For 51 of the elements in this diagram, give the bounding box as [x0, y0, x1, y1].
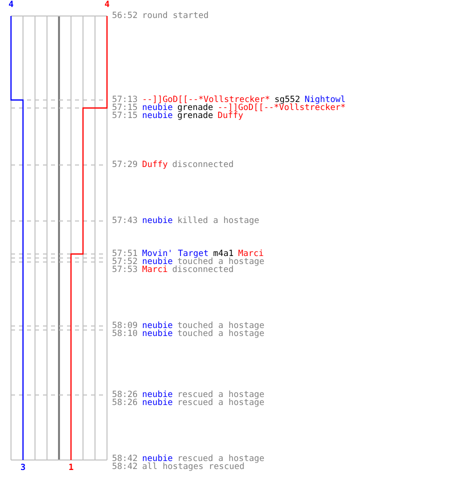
player-name: neubie	[142, 257, 173, 267]
player-name: neubie	[142, 216, 173, 226]
weapon-name: sg552	[274, 95, 300, 105]
player-name: Movin' Target	[142, 249, 209, 259]
player-name: neubie	[142, 398, 173, 408]
event-text: touched a hostage	[177, 321, 264, 331]
player-name: neubie	[142, 390, 173, 400]
event-text: touched a hostage	[177, 329, 264, 339]
player-count: 1	[67, 464, 75, 472]
timestamp: 57:52	[112, 257, 138, 267]
player-name: --]]GoD[[--*Vollstrecker*	[218, 103, 346, 113]
timestamp: 58:42	[112, 454, 138, 464]
event-text: rescued a hostage	[177, 398, 264, 408]
player-name: neubie	[142, 111, 173, 121]
player-name: neubie	[142, 321, 173, 331]
player-name: --]]GoD[[--*Vollstrecker*	[142, 95, 270, 105]
weapon-name: grenade	[177, 103, 214, 113]
timestamp: 57:15	[112, 111, 138, 121]
player-count: 4	[103, 1, 111, 9]
player-name: Marci	[142, 265, 168, 275]
timestamp: 57:53	[112, 265, 138, 275]
weapon-name: m4a1	[213, 249, 234, 259]
event-text: touched a hostage	[177, 257, 264, 267]
timestamp: 57:15	[112, 103, 138, 113]
timestamp: 58:09	[112, 321, 138, 331]
event-text: killed a hostage	[177, 216, 260, 226]
timestamp: 58:42	[112, 462, 138, 472]
event-text: round started	[142, 11, 209, 21]
player-count: 3	[19, 464, 27, 472]
event-text: rescued a hostage	[177, 390, 264, 400]
timestamp: 57:29	[112, 160, 138, 170]
timestamp: 58:26	[112, 390, 138, 400]
event-text: disconnected	[172, 265, 234, 275]
player-name: neubie	[142, 454, 173, 464]
timestamp: 58:26	[112, 398, 138, 408]
timestamp: 57:13	[112, 95, 138, 105]
player-name: neubie	[142, 329, 173, 339]
player-name: Marci	[238, 249, 264, 259]
timestamp: 57:43	[112, 216, 138, 226]
event-text: all hostages rescued	[142, 462, 244, 472]
player-name: Nightowl	[304, 95, 346, 105]
player-name: Duffy	[142, 160, 168, 170]
timestamp: 58:10	[112, 329, 138, 339]
player-name: neubie	[142, 103, 173, 113]
weapon-name: grenade	[177, 111, 214, 121]
player-name: Duffy	[218, 111, 244, 121]
timestamp: 56:52	[112, 11, 138, 21]
player-count: 4	[7, 1, 15, 9]
event-text: rescued a hostage	[177, 454, 264, 464]
event-text: disconnected	[172, 160, 234, 170]
timestamp: 57:51	[112, 249, 138, 259]
